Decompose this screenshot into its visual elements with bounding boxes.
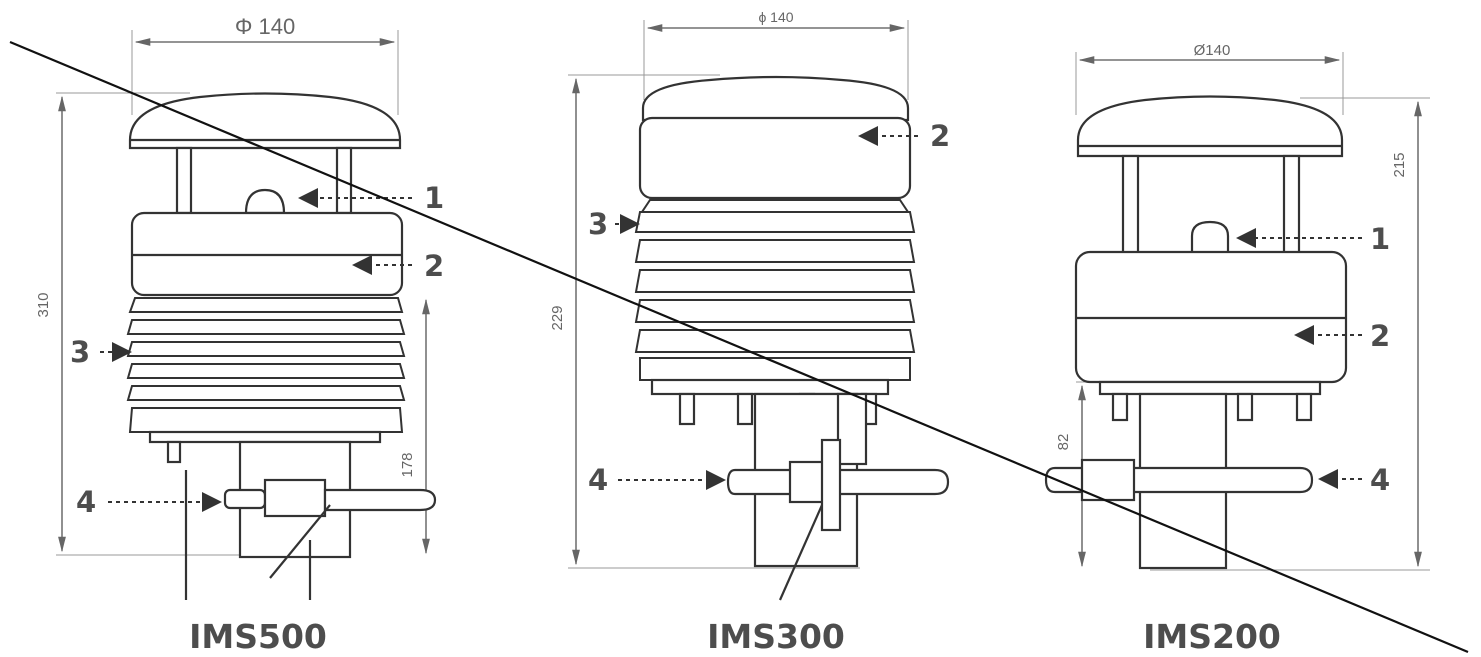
ims500-callout-3: 3 [70, 335, 90, 369]
ims500-sensor-dome [244, 188, 286, 215]
ims500-mount [166, 440, 437, 600]
ims500-dim-mount: 178 [399, 452, 416, 477]
ims500-base-plate [148, 430, 382, 444]
ims500-width-dimension: Φ 140 [131, 14, 399, 115]
ims300-callout-3: 3 [588, 207, 608, 241]
ims300-drawing: ϕ 140 229 [549, 9, 950, 656]
ims300-height-dimension: 229 [549, 74, 860, 569]
ims500-dim-height: 310 [35, 292, 52, 317]
diagonal-strike-line [9, 40, 1469, 654]
ims200-post-left [1121, 154, 1140, 256]
ims300-radiation-shield [634, 199, 916, 381]
ims200-dim-mount: 82 [1055, 434, 1072, 451]
ims200-callout-4: 4 [1370, 463, 1390, 497]
ims500-callout-4: 4 [76, 485, 96, 519]
ims500-callout-1: 1 [424, 181, 444, 215]
ims200-sensor-dome [1190, 220, 1230, 256]
ims300-dim-top: ϕ 140 [758, 9, 793, 25]
ims200-model-name: IMS200 [1143, 617, 1281, 656]
ims300-cap [641, 75, 910, 122]
ims200-mount [1044, 392, 1314, 570]
ims500-model-name: IMS500 [189, 617, 327, 656]
ims500-dim-top: Φ 140 [235, 14, 295, 39]
ims300-mount [678, 392, 950, 601]
ims200-width-dimension: Ø140 [1075, 42, 1344, 115]
ims200-callout-1: 1 [1370, 222, 1390, 256]
ims300-dim-height: 229 [549, 305, 566, 330]
ims500-mount-dimension: 178 [399, 298, 430, 555]
ims500-post-left [175, 146, 193, 215]
ims500-callout-2: 2 [424, 249, 444, 283]
ims200-base-plate [1098, 380, 1322, 396]
ims200-cap [1076, 95, 1344, 158]
ims500-drawing: Φ 140 310 178 [35, 14, 444, 656]
ims300-callout-2: 2 [930, 119, 950, 153]
ims500-callouts: 1 2 3 4 [70, 181, 444, 519]
ims300-callouts: 2 3 4 [588, 119, 950, 497]
ims200-post-right [1282, 154, 1301, 256]
ims500-cap [128, 92, 402, 150]
ims200-drawing: Ø140 215 82 1 [1044, 42, 1430, 656]
ims200-callout-2: 2 [1370, 319, 1390, 353]
ims300-width-dimension: ϕ 140 [643, 9, 909, 100]
ims500-height-dimension: 310 [35, 92, 240, 556]
ims200-dim-top: Ø140 [1194, 42, 1231, 59]
ims200-callouts: 1 2 4 [1236, 222, 1390, 497]
ims200-dim-height: 215 [1391, 152, 1408, 177]
ims300-model-name: IMS300 [707, 617, 845, 656]
ims300-base-plate [650, 378, 890, 396]
ims500-radiation-shield [126, 297, 406, 433]
ims300-callout-4: 4 [588, 463, 608, 497]
ims200-height-dimension: 215 [1150, 97, 1430, 571]
ims300-housing [638, 116, 912, 200]
